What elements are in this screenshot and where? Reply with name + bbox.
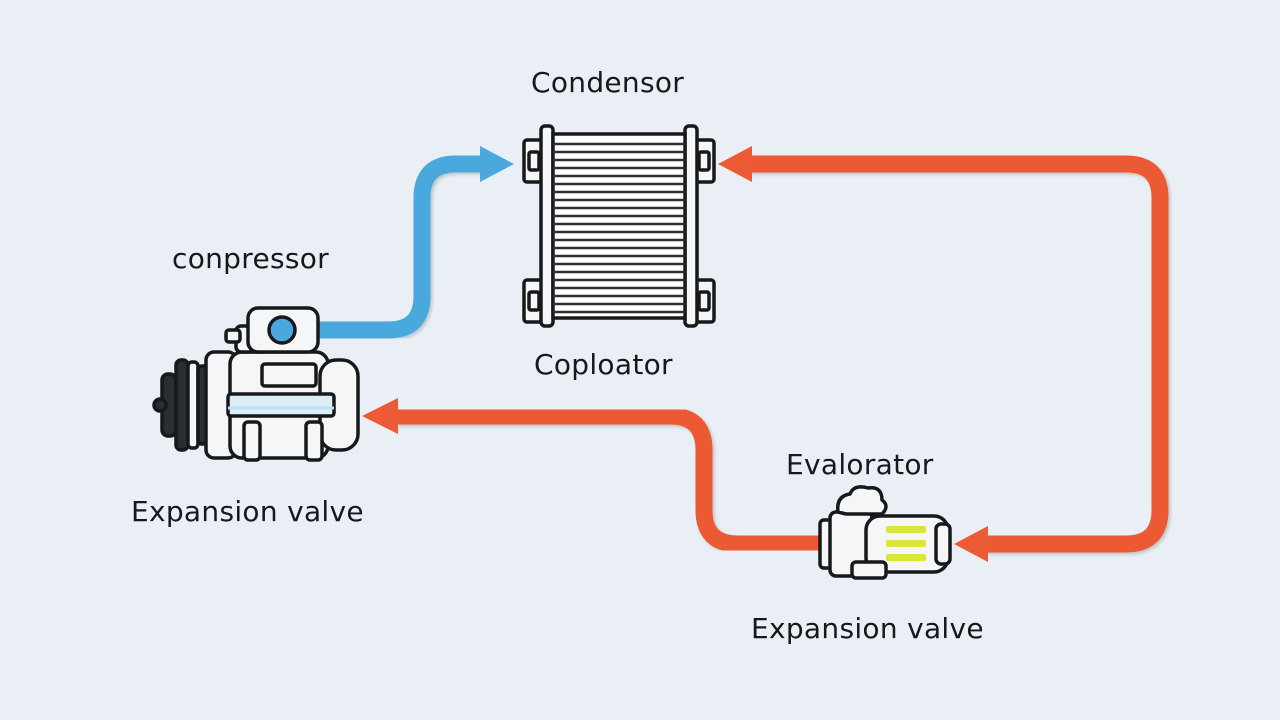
arrowhead-to-condensor: [480, 146, 514, 182]
condensor-label: Condensor: [531, 66, 685, 99]
compressor-label: conpressor: [172, 242, 329, 275]
hot-refrigerant-line-right: [718, 146, 1169, 562]
arrowhead-to-condensor-right: [718, 146, 752, 182]
condensor-unit-icon: [522, 124, 716, 328]
arrowhead-to-compressor: [362, 398, 398, 434]
cold-refrigerant-line: [286, 146, 514, 339]
expansion-valve-icon: [818, 485, 952, 580]
evalorator-label: Evalorator: [786, 448, 934, 481]
arrowhead-to-evaporator: [954, 526, 988, 562]
expansion-valve-label-left: Expansion valve: [131, 495, 364, 528]
hot-refrigerant-line-bottom: [362, 398, 830, 553]
expansion-valve-label-right: Expansion valve: [751, 612, 984, 645]
compressor-unit-icon: [152, 306, 360, 462]
coploator-label: Coploator: [534, 348, 673, 381]
